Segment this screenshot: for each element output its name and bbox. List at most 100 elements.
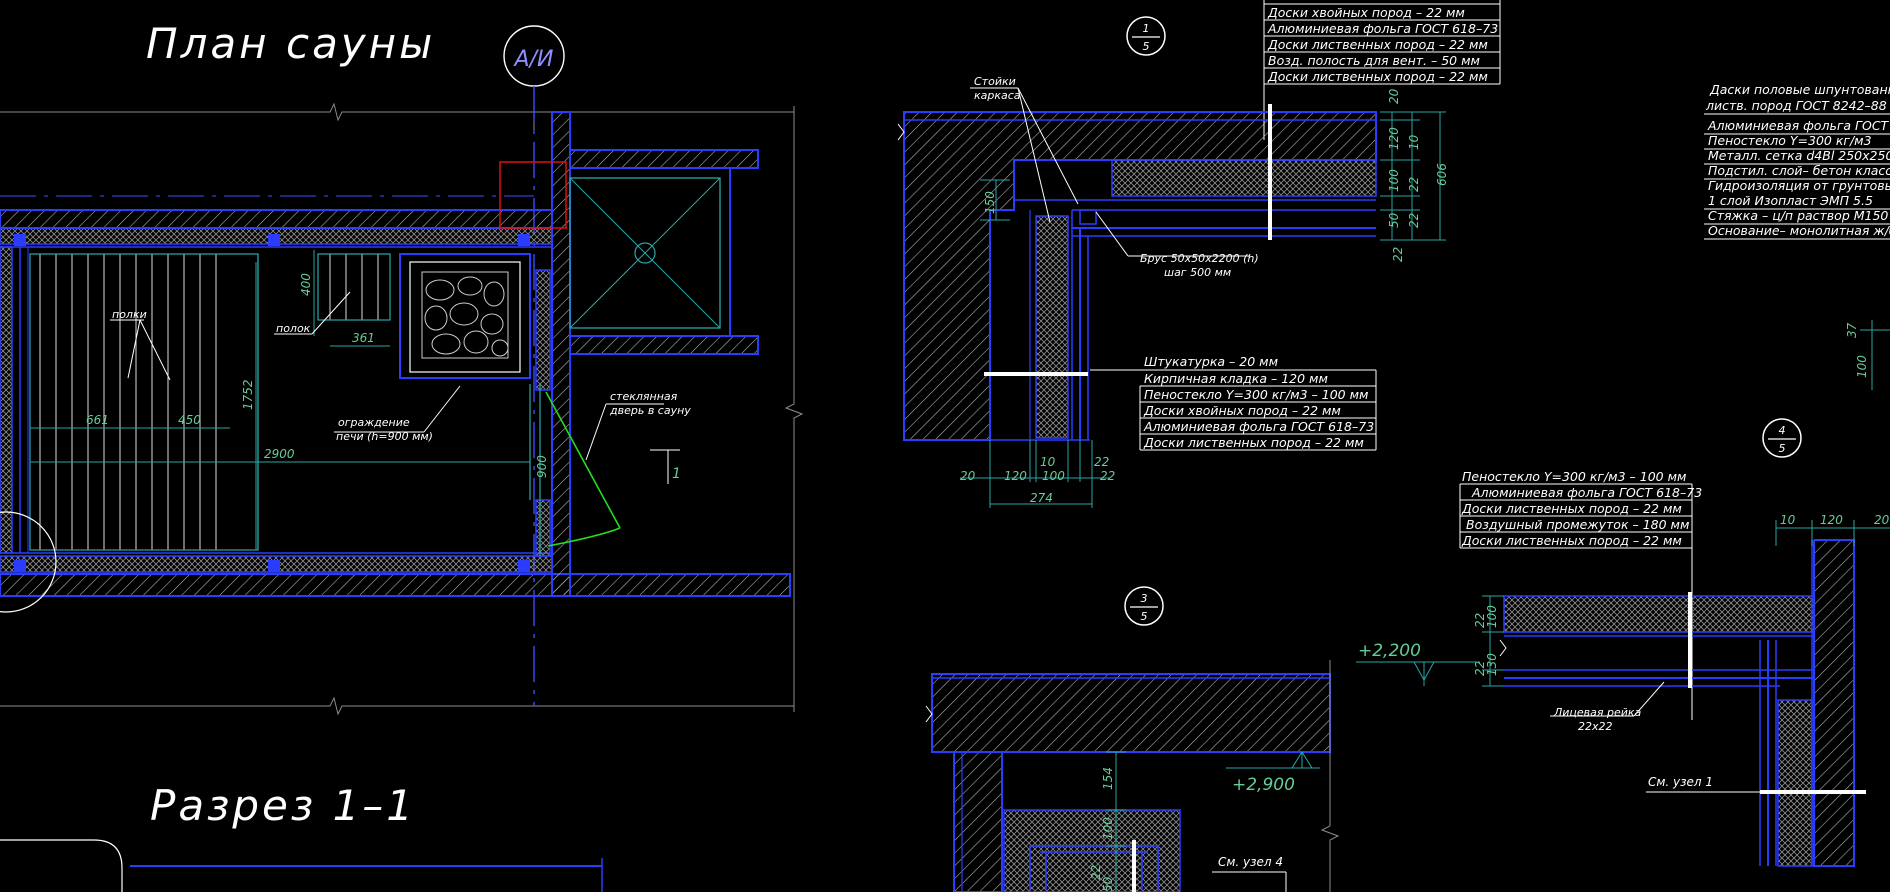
edge-dim-100: 100	[1855, 355, 1869, 378]
label-reika-1: Лицевая рейка	[1553, 706, 1642, 719]
n3-dim-154: 154	[1101, 767, 1115, 790]
n1-dim-22a: 22	[1094, 455, 1109, 469]
n1-dim-150: 150	[983, 191, 997, 214]
label-see-node-4: См. узел 4	[1218, 855, 1283, 869]
label-reika-2: 22х22	[1578, 720, 1613, 733]
node-marker-1-num: 1	[1143, 22, 1150, 35]
top-spec-table: Доски хвойных пород – 22 мм Алюминиевая …	[1263, 0, 1501, 140]
node-marker-3-den: 5	[1141, 610, 1148, 623]
n1-vdim-22: 22	[1407, 177, 1421, 192]
n1-dim-20: 20	[960, 469, 976, 483]
dim-900: 900	[535, 455, 549, 478]
n1-dim-100: 100	[1042, 469, 1065, 483]
label-glass-door-2: дверь в сауну	[609, 404, 691, 417]
wall-spec-row-1: Штукатурка – 20 мм	[1144, 354, 1278, 369]
top-spec-row-1: Доски хвойных пород – 22 мм	[1267, 5, 1465, 20]
top-spec-row-5: Доски лиственных пород – 22 мм	[1267, 69, 1488, 84]
label-glass-door-1: стеклянная	[610, 390, 678, 403]
sauna-plan: План сауны А/И	[0, 19, 804, 892]
label-stoyki-1: Стойки	[974, 75, 1016, 88]
node-marker-4: 4 5	[1762, 418, 1802, 458]
ceiling-spec-table: Пеностекло Y=300 кг/м3 – 100 мм Алюминие…	[1459, 469, 1702, 720]
floor-spec-row-7: Гидроизоляция от грунтовых	[1708, 178, 1890, 193]
floor-spec-row-8: 1 слой Изопласт ЭМП 5.5	[1708, 193, 1873, 208]
n1-vdim-22c: 22	[1391, 247, 1405, 262]
n4-dim-120: 120	[1820, 513, 1843, 527]
n4-dim-10: 10	[1780, 513, 1796, 527]
floor-spec-row-3: Алюминиевая фольга ГОСТ 61	[1707, 118, 1890, 133]
label-fence-1: ограждение	[338, 416, 410, 429]
label-stoyki-2: каркаса	[974, 89, 1021, 102]
floor-spec-table: Даски половые шпунтованные листв. пород …	[1704, 82, 1890, 240]
level-mark-2200: +2,200	[1356, 641, 1480, 686]
node-marker-3: 3 5	[1124, 586, 1164, 626]
wall-spec-row-5: Алюминиевая фольга ГОСТ 618–73	[1143, 419, 1374, 434]
wall-spec-table: Штукатурка – 20 мм Кирпичная кладка – 12…	[1139, 354, 1377, 451]
dim-2900: 2900	[264, 447, 295, 461]
dim-450: 450	[178, 413, 201, 427]
dim-361: 361	[352, 331, 375, 345]
floor-spec-row-9: Стяжка – ц/п раствор М150	[1708, 208, 1888, 223]
plan-title: План сауны	[146, 19, 435, 68]
n3-dim-22: 22	[1089, 865, 1103, 880]
n3-dim-100: 100	[1101, 817, 1115, 840]
node-3-detail: 3 5 +2,900 154 100 22 50	[925, 586, 1340, 892]
stove-fence	[399, 253, 531, 379]
floor-spec-row-1: Даски половые шпунтованные	[1709, 82, 1890, 97]
node-4-detail: 4 5 Пеностекло Y=300 кг/м3 – 100 мм Алюм…	[1356, 418, 1890, 867]
axis-marker-label: А/И	[513, 47, 554, 72]
n4-dim-22b: 22	[1473, 661, 1487, 676]
level-2200-text: +2,200	[1358, 641, 1421, 661]
n4-dim-100: 100	[1485, 605, 1499, 628]
floor-spec-row-2: листв. пород ГОСТ 8242–88	[1705, 98, 1887, 113]
n3-dim-50: 50	[1101, 876, 1115, 892]
top-spec-row-4: Возд. полость для вент. – 50 мм	[1268, 53, 1480, 68]
n1-dim-274: 274	[1030, 491, 1053, 505]
ceiling-spec-row-3: Доски лиственных пород – 22 мм	[1461, 501, 1682, 516]
dim-661: 661	[86, 413, 109, 427]
n1-vdim-606: 606	[1435, 163, 1449, 186]
top-spec-row-2: Алюминиевая фольга ГОСТ 618–73	[1267, 21, 1498, 36]
n1-vdim-100: 100	[1387, 169, 1401, 192]
n1-dim-22b: 22	[1100, 469, 1115, 483]
plan-top-wall	[0, 209, 553, 229]
n1-vdim-50: 50	[1387, 212, 1401, 228]
n4-dim-20: 20	[1874, 513, 1890, 527]
label-brus-1: Брус 50х50х2200 (h)	[1140, 252, 1259, 265]
n1-vdim-120: 120	[1387, 127, 1401, 150]
dim-1752: 1752	[241, 379, 255, 410]
node-marker-4-num: 4	[1779, 424, 1786, 437]
plan-bottom-wall	[0, 573, 791, 597]
n1-vdim-22b: 22	[1407, 213, 1421, 228]
n1-vdim-10: 10	[1407, 134, 1421, 150]
section-title: Разрез 1–1	[150, 781, 416, 830]
level-2900-text: +2,900	[1232, 775, 1295, 795]
floor-spec-row-5: Металл. сетка d4Bl 250х250	[1708, 148, 1890, 163]
n4-dim-22: 22	[1473, 613, 1487, 628]
ceiling-spec-row-4: Воздушный промежуток – 180 мм	[1466, 517, 1689, 532]
label-polok: полок	[276, 322, 311, 335]
level-mark-2900: +2,900	[1226, 751, 1320, 795]
floor-spec-row-6: Подстил. слой– бетон класса	[1708, 163, 1890, 178]
section-mark-1: 1	[672, 466, 681, 482]
edge-dim-37: 37	[1845, 322, 1859, 338]
floor-spec-row-4: Пеностекло Y=300 кг/м3	[1708, 133, 1872, 148]
n1-vdim-20: 20	[1387, 88, 1401, 104]
n1-dim-10: 10	[1040, 455, 1056, 469]
dim-400: 400	[299, 273, 313, 296]
node-1-detail: 1 5 Доски хвойных пород – 22 мм Алюминие…	[897, 0, 1501, 508]
node-marker-1-den: 5	[1143, 40, 1150, 53]
wall-spec-row-3: Пеностекло Y=300 кг/м3 – 100 мм	[1144, 387, 1368, 402]
label-fence-2: печи (h=900 мм)	[336, 430, 433, 443]
ceiling-spec-row-5: Доски лиственных пород – 22 мм	[1461, 533, 1682, 548]
label-see-node-1: См. узел 1	[1648, 775, 1713, 789]
wall-spec-row-2: Кирпичная кладка – 120 мм	[1144, 371, 1328, 386]
top-spec-row-3: Доски лиственных пород – 22 мм	[1267, 37, 1488, 52]
n1-dim-120: 120	[1004, 469, 1027, 483]
node-marker-1: 1 5	[1126, 16, 1166, 56]
wall-spec-row-6: Доски лиственных пород – 22 мм	[1143, 435, 1364, 450]
ceiling-spec-row-2: Алюминиевая фольга ГОСТ 618–73	[1471, 485, 1702, 500]
wall-spec-row-4: Доски хвойных пород – 22 мм	[1143, 403, 1341, 418]
ceiling-spec-row-1: Пеностекло Y=300 кг/м3 – 100 мм	[1462, 469, 1686, 484]
